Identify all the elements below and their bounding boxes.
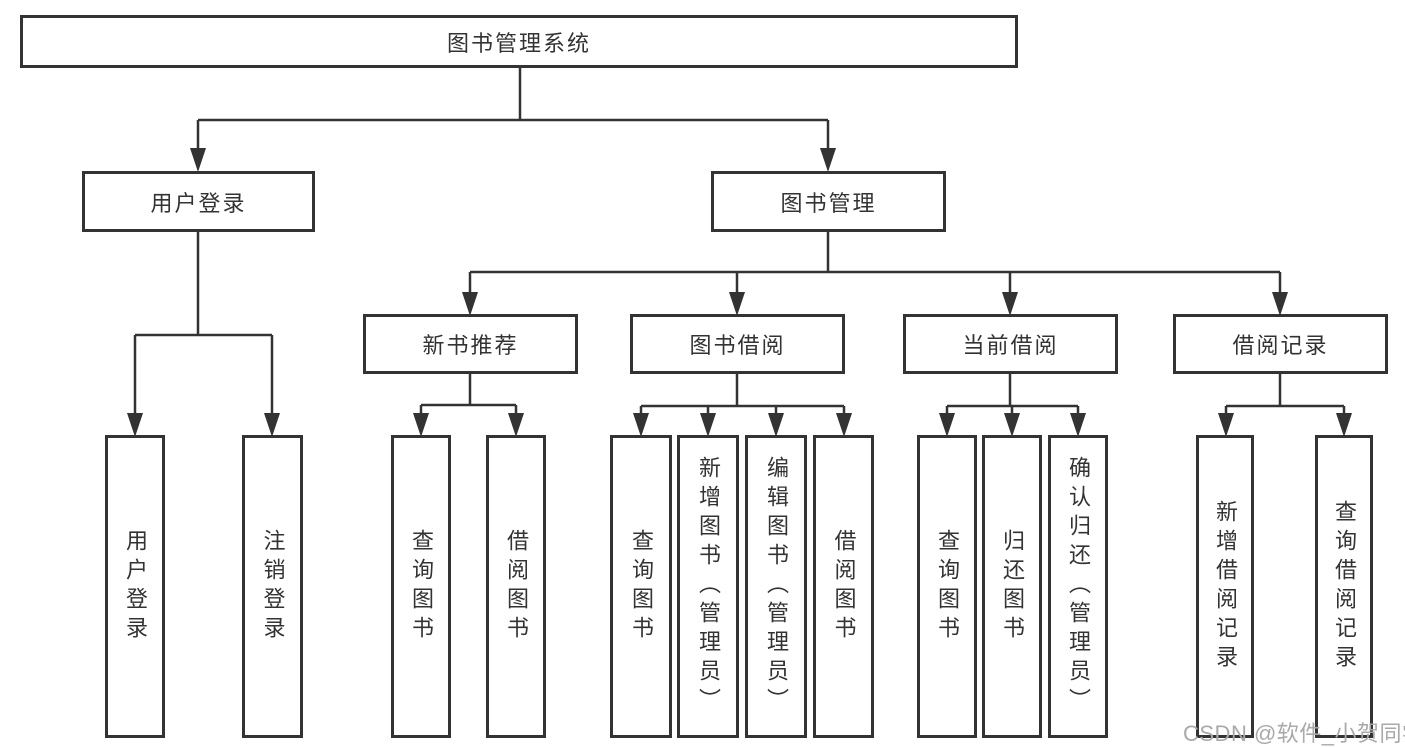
leaf-logout-label: 注销登录 bbox=[260, 528, 286, 645]
node-book-borrow-label: 图书借阅 bbox=[689, 333, 786, 358]
node-book-management: 图书管理 bbox=[711, 171, 946, 232]
leaf-query-borrow-record-label: 查询借阅记录 bbox=[1332, 499, 1357, 674]
node-book-borrow: 图书借阅 bbox=[630, 314, 845, 374]
leaf-recommend-query-books: 查询图书 bbox=[391, 435, 451, 738]
node-borrow-records-label: 借阅记录 bbox=[1232, 333, 1329, 358]
leaf-borrow-query-books-label: 查询图书 bbox=[629, 528, 654, 645]
node-book-management-label: 图书管理 bbox=[780, 190, 877, 216]
leaf-confirm-return-admin-label: 确认归还（管理员） bbox=[1066, 456, 1091, 717]
leaf-edit-books-admin: 编辑图书（管理员） bbox=[745, 435, 807, 738]
node-current-borrow-label: 当前借阅 bbox=[962, 333, 1059, 358]
node-user-login: 用户登录 bbox=[82, 171, 315, 232]
node-borrow-records: 借阅记录 bbox=[1173, 314, 1388, 374]
leaf-recommend-borrow-books-label: 借阅图书 bbox=[504, 528, 529, 645]
node-root: 图书管理系统 bbox=[20, 15, 1018, 68]
leaf-return-books: 归还图书 bbox=[982, 435, 1042, 738]
leaf-user-login: 用户登录 bbox=[105, 435, 165, 738]
leaf-borrow-books: 借阅图书 bbox=[813, 435, 874, 738]
node-user-login-label: 用户登录 bbox=[150, 190, 247, 216]
leaf-recommend-borrow-books: 借阅图书 bbox=[486, 435, 546, 738]
node-root-label: 图书管理系统 bbox=[446, 30, 591, 56]
leaf-add-borrow-record-label: 新增借阅记录 bbox=[1213, 499, 1238, 674]
leaf-add-borrow-record: 新增借阅记录 bbox=[1196, 435, 1254, 738]
leaf-current-query-books-label: 查询图书 bbox=[935, 528, 960, 645]
leaf-borrow-query-books: 查询图书 bbox=[610, 435, 672, 738]
leaf-recommend-query-books-label: 查询图书 bbox=[409, 528, 434, 645]
node-new-book-recommend-label: 新书推荐 bbox=[422, 333, 519, 358]
leaf-logout: 注销登录 bbox=[242, 435, 303, 738]
leaf-edit-books-admin-label: 编辑图书（管理员） bbox=[764, 456, 789, 717]
leaf-current-query-books: 查询图书 bbox=[917, 435, 977, 738]
leaf-query-borrow-record: 查询借阅记录 bbox=[1315, 435, 1373, 738]
leaf-add-books-admin: 新增图书（管理员） bbox=[677, 435, 739, 738]
leaf-user-login-label: 用户登录 bbox=[123, 528, 148, 645]
node-new-book-recommend: 新书推荐 bbox=[363, 314, 578, 374]
leaf-add-books-admin-label: 新增图书（管理员） bbox=[696, 456, 721, 717]
leaf-confirm-return-admin: 确认归还（管理员） bbox=[1048, 435, 1108, 738]
node-current-borrow: 当前借阅 bbox=[903, 314, 1118, 374]
leaf-return-books-label: 归还图书 bbox=[1000, 528, 1025, 645]
csdn-watermark: CSDN @软件_小贺同学 bbox=[1183, 721, 1405, 746]
leaf-borrow-books-label: 借阅图书 bbox=[831, 528, 857, 645]
